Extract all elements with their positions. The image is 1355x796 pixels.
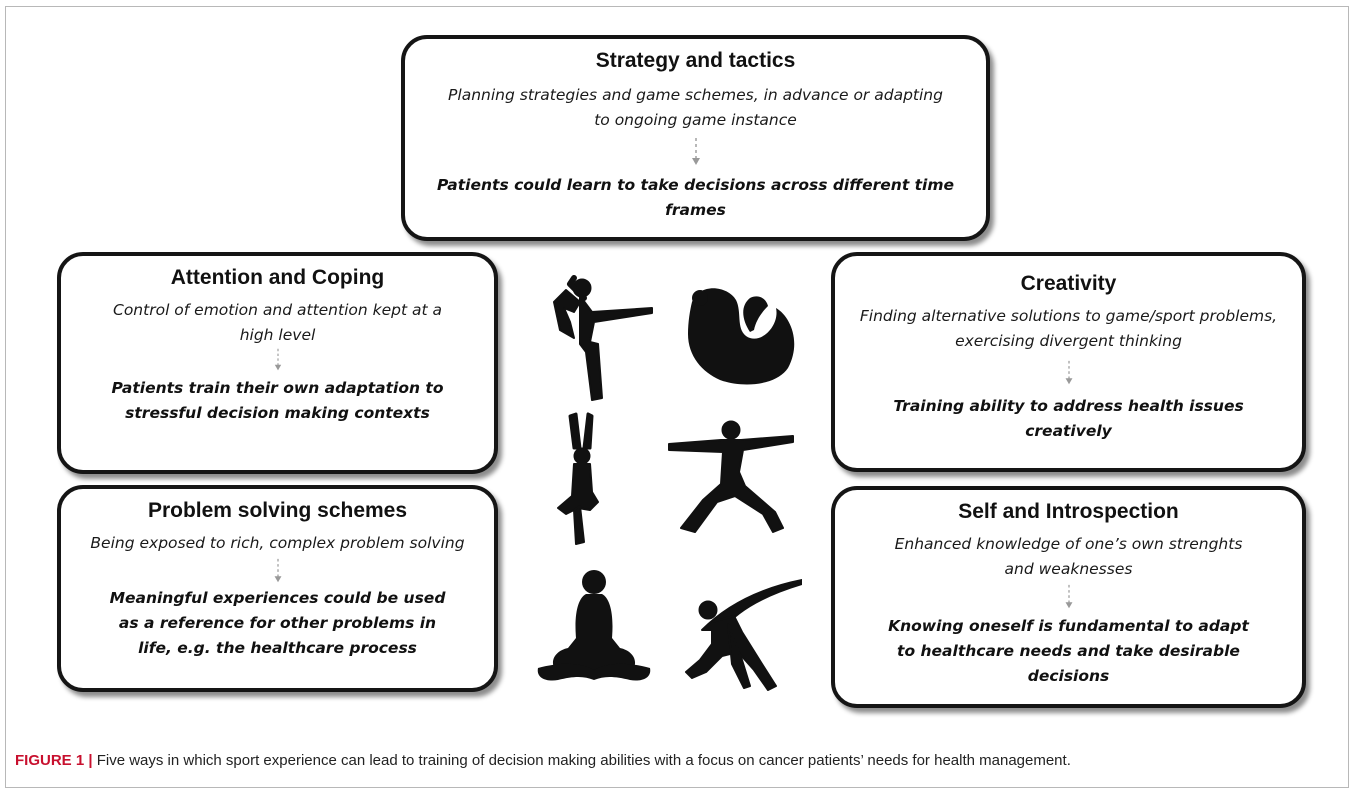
backbend-pose-icon [688,288,795,385]
box-description: Finding alternative solutions to game/sp… [859,307,1278,350]
caption-text: Five ways in which sport experience can … [92,752,1071,769]
dancer-pose-icon [553,275,653,401]
self-introspection-box: Self and Introspection Enhanced knowledg… [831,486,1306,708]
box-title: Attention and Coping [170,266,385,289]
tree-pose-icon [557,412,599,545]
box-title: Self and Introspection [958,500,1179,523]
box-description: Control of emotion and attention kept at… [113,301,442,344]
dashed-arrow-icon [274,558,281,583]
lotus-pose-icon [537,570,651,681]
figure-caption: FIGURE 1 | Five ways in which sport expe… [15,752,1345,769]
box-conclusion: Patients could learn to take decisions a… [436,176,955,219]
box-title: Strategy and tactics [595,49,796,72]
strategy-box: Strategy and tactics Planning strategies… [401,35,990,241]
dashed-arrow-icon [691,138,700,165]
box-conclusion: Knowing oneself is fundamental to adapt … [888,617,1249,685]
problem-solving-box: Problem solving schemes Being exposed to… [57,485,498,692]
box-conclusion: Training ability to address health issue… [893,397,1244,440]
box-conclusion: Patients train their own adaptation to s… [111,379,444,422]
attention-coping-box: Attention and Coping Control of emotion … [57,252,498,474]
figure-frame [5,6,1349,788]
box-conclusion: Meaningful experiences could be used as … [109,589,446,657]
dashed-arrow-icon [1065,584,1072,609]
dashed-arrow-icon [274,348,281,371]
box-title: Creativity [1020,272,1117,295]
creativity-box: Creativity Finding alternative solutions… [831,252,1306,472]
dashed-arrow-icon [1065,360,1072,385]
side-stretch-pose-icon [685,579,802,691]
box-description: Enhanced knowledge of one’s own strenght… [894,535,1243,578]
warrior-pose-icon [668,420,794,533]
caption-label: FIGURE 1 | [15,752,93,769]
box-description: Planning strategies and game schemes, in… [448,86,943,129]
box-description: Being exposed to rich, complex problem s… [90,534,465,552]
box-title: Problem solving schemes [147,499,408,522]
